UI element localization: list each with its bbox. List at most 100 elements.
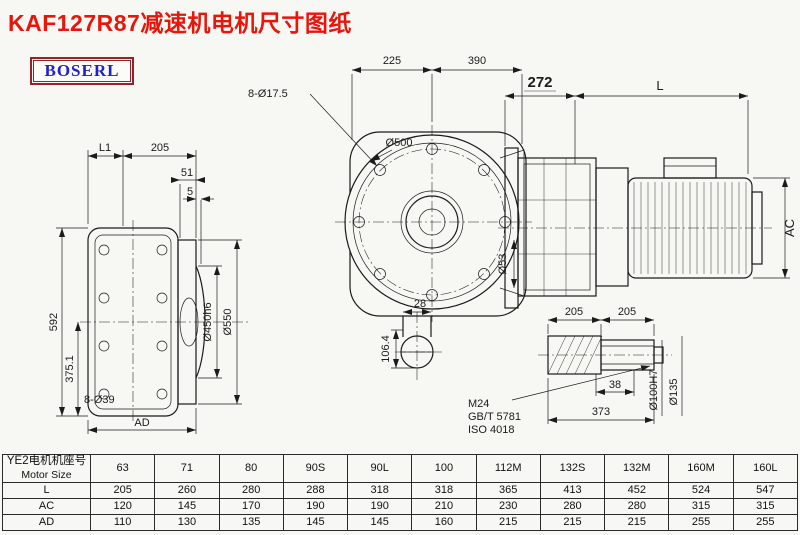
dim-373: 373 xyxy=(547,374,655,424)
thread-label: M24 xyxy=(468,398,489,410)
dia-text-100: Ø100H7 xyxy=(648,370,660,411)
dim-28: 28 xyxy=(403,298,431,315)
dim-text-51: 51 xyxy=(181,167,193,179)
holes-label-flange: 8-Ø17.5 xyxy=(248,88,288,100)
dim-value-cell: 315 xyxy=(668,498,734,515)
bolt-hole xyxy=(156,388,168,400)
dim-value-cell: 210 xyxy=(411,498,477,515)
dim-272: 272 xyxy=(504,74,576,164)
dim-106: 106.4 xyxy=(380,329,417,369)
motor-size-header-cell: 160M xyxy=(668,454,734,483)
dim-ad: AD xyxy=(87,408,197,434)
housing-detail-lines xyxy=(518,158,596,296)
bolt-spec-callout: M24 GB/T 5781 ISO 4018 xyxy=(468,365,651,436)
dim-text-L: L xyxy=(656,78,663,93)
dim-value-cell: 215 xyxy=(475,514,541,531)
table-header-motor-size: YE2电机机座号 Motor Size xyxy=(2,454,91,483)
motor-size-header-cell: 112M xyxy=(475,454,541,483)
dim-value-cell: 524 xyxy=(668,482,734,499)
side-view: 272 L AC xyxy=(498,74,797,309)
dim-value-cell: 230 xyxy=(475,498,541,515)
dim-value-cell: 452 xyxy=(604,482,670,499)
dim-value-cell: 190 xyxy=(347,498,413,515)
shaft-section-small xyxy=(600,339,655,371)
dia-500-callout: Ø500 xyxy=(370,137,413,162)
dim-38: 38 xyxy=(595,370,635,396)
dim-text-AC: AC xyxy=(782,219,797,237)
dim-text-l1: L1 xyxy=(99,142,111,154)
dim-225-390: 225 390 xyxy=(351,55,523,144)
motor-size-label-en: Motor Size xyxy=(21,469,72,482)
bolt-hole xyxy=(98,388,110,400)
dim-text-375: 375.1 xyxy=(64,355,76,383)
dim-l1-205: L1 205 xyxy=(87,142,197,238)
dim-text-38: 38 xyxy=(609,379,621,391)
dim-text-390: 390 xyxy=(468,55,486,67)
leader-line xyxy=(309,93,378,167)
dim-text-ad: AD xyxy=(134,417,149,429)
dim-AC: AC xyxy=(753,177,797,279)
motor-size-header-cell: 71 xyxy=(154,454,220,483)
dia-text-135: Ø135 xyxy=(668,379,680,406)
dim-value-cell: 205 xyxy=(89,482,156,499)
dim-value-cell: 547 xyxy=(732,482,799,499)
dim-value-cell: 130 xyxy=(154,514,220,531)
shaft-detail: 205 205 38 373 M24 GB/T 5781 ISO 4018 xyxy=(468,306,683,436)
bolt-hole xyxy=(374,268,386,280)
dim-value-cell: 190 xyxy=(282,498,349,515)
holes-callout: 8-Ø17.5 xyxy=(248,88,378,167)
dim-51: 51 xyxy=(171,167,205,238)
hatch-lines xyxy=(547,335,603,375)
dim-text-106: 106.4 xyxy=(380,335,392,363)
motor-size-label-cn: YE2电机机座号 xyxy=(6,455,87,468)
dim-value-cell: 110 xyxy=(89,514,156,531)
motor-size-header-cell: 80 xyxy=(218,454,284,483)
dim-text-592: 592 xyxy=(48,313,60,331)
row-label-L: L xyxy=(2,482,91,499)
dim-text-373: 373 xyxy=(592,406,610,418)
bolt-hole xyxy=(374,164,386,176)
row-label-AD: AD xyxy=(2,514,91,531)
dim-text-225: 225 xyxy=(383,55,401,67)
motor-size-header-cell: 132S xyxy=(539,454,606,483)
dim-value-cell: 318 xyxy=(411,482,477,499)
dim-value-cell: 288 xyxy=(282,482,349,499)
bolt-hole xyxy=(478,164,490,176)
terminal-box xyxy=(663,157,717,179)
row-label-AC: AC xyxy=(2,498,91,515)
dim-value-cell: 255 xyxy=(732,514,799,531)
motor-size-header-cell: 63 xyxy=(89,454,156,483)
dim-550: Ø550 xyxy=(198,239,242,405)
dia-text-500: Ø500 xyxy=(386,137,413,149)
dia-100-135: Ø100H7 Ø135 xyxy=(648,336,683,416)
brand-logo-text: BOSERL xyxy=(44,61,120,80)
bolt-hole xyxy=(478,268,490,280)
bolt-hole xyxy=(98,244,110,256)
dim-value-cell: 413 xyxy=(539,482,606,499)
output-shaft-end: 28 106.4 xyxy=(380,298,442,382)
flange-view: 225 390 8-Ø17.5 Ø500 Ø53 28 xyxy=(248,55,532,382)
dim-text-28: 28 xyxy=(414,298,426,310)
dim-205-205: 205 205 xyxy=(547,306,655,336)
dim-value-cell: 215 xyxy=(604,514,670,531)
dim-value-cell: 135 xyxy=(218,514,284,531)
dim-value-cell: 160 xyxy=(411,514,477,531)
dim-value-cell: 170 xyxy=(218,498,284,515)
dim-value-cell: 280 xyxy=(604,498,670,515)
dim-value-cell: 260 xyxy=(154,482,220,499)
dim-5: 5 xyxy=(183,186,214,264)
dim-value-cell: 120 xyxy=(89,498,156,515)
page-title: KAF127R87减速机电机尺寸图纸 xyxy=(8,10,352,36)
bolt-hole xyxy=(98,340,110,352)
standard-gb-label: GB/T 5781 xyxy=(468,411,521,423)
bolt-hole xyxy=(156,244,168,256)
gearbox-housing-side xyxy=(517,157,597,297)
dim-value-cell: 280 xyxy=(539,498,606,515)
bolt-hole xyxy=(98,292,110,304)
gearbox-housing-inner xyxy=(523,163,591,291)
